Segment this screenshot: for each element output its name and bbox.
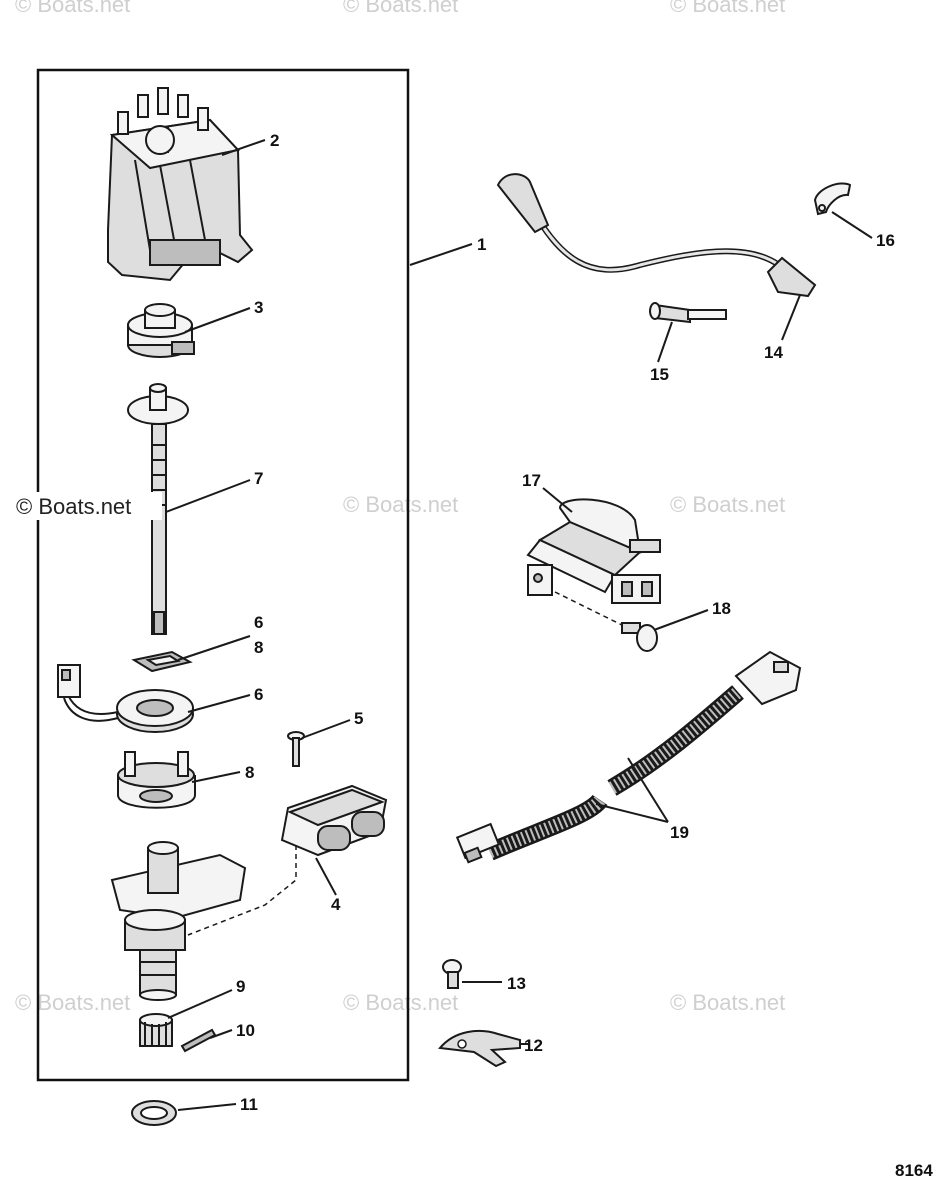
distributor-assembly-frame xyxy=(36,68,410,1082)
gasket-ring xyxy=(131,1100,177,1126)
watermark-bottom-center: © Boats.net xyxy=(343,990,458,1015)
pickup-coil xyxy=(57,664,194,733)
watermark-bottom-left: © Boats.net xyxy=(15,990,130,1015)
module-screw xyxy=(287,731,305,767)
watermark-background xyxy=(14,492,162,520)
leader-lines xyxy=(165,139,873,1111)
callout-7: 7 xyxy=(254,469,263,488)
callout-17: 17 xyxy=(522,471,541,490)
callout-15: 15 xyxy=(650,365,669,384)
callout-8-upper: 8 xyxy=(254,638,263,657)
drive-gear xyxy=(139,1013,173,1047)
callout-1: 1 xyxy=(477,235,486,254)
hold-down-clamp xyxy=(438,1029,521,1068)
figure-number: 8164 xyxy=(895,1161,933,1180)
callout-5: 5 xyxy=(354,709,363,728)
callout-18: 18 xyxy=(712,599,731,618)
pickup-retainer-plate xyxy=(131,650,193,673)
distributor-housing xyxy=(110,841,247,1001)
callout-11: 11 xyxy=(240,1095,258,1114)
watermark-bottom-right: © Boats.net xyxy=(670,990,785,1015)
ignition-module xyxy=(280,784,388,857)
watermark-top-left: © Boats.net xyxy=(15,0,130,17)
spark-plug-adapter xyxy=(649,302,727,324)
callout-9: 9 xyxy=(236,977,245,996)
distributor-cap xyxy=(107,87,254,282)
coil-wire xyxy=(496,173,817,298)
module-connection-line xyxy=(187,845,297,936)
callout-6-upper: 6 xyxy=(254,613,263,632)
ignition-coil xyxy=(526,498,661,604)
watermark-mid-right: © Boats.net xyxy=(670,492,785,517)
coil-bolt xyxy=(621,622,658,652)
wiring-harness xyxy=(455,650,802,864)
callout-12: 12 xyxy=(524,1036,543,1055)
callout-19: 19 xyxy=(670,823,689,842)
callout-13: 13 xyxy=(507,974,526,993)
distributor-shaft xyxy=(127,383,189,635)
callout-6-lower: 6 xyxy=(254,685,263,704)
callout-10: 10 xyxy=(236,1021,255,1040)
callout-16: 16 xyxy=(876,231,895,250)
watermark-top-right: © Boats.net xyxy=(670,0,785,17)
callout-8-lower: 8 xyxy=(245,763,254,782)
clamp-bolt xyxy=(442,959,462,989)
coil-bolt-line xyxy=(554,591,629,629)
callout-14: 14 xyxy=(764,343,783,362)
pole-piece xyxy=(117,751,196,809)
callout-4: 4 xyxy=(331,895,341,914)
roll-pin xyxy=(180,1028,217,1053)
callout-2: 2 xyxy=(270,131,279,150)
wire-clip xyxy=(813,182,852,216)
watermark-top-center: © Boats.net xyxy=(343,0,458,17)
callout-3: 3 xyxy=(254,298,263,317)
rotor xyxy=(127,303,195,358)
watermark-mid-center: © Boats.net xyxy=(343,492,458,517)
watermark-mid-left: © Boats.net xyxy=(16,494,131,519)
